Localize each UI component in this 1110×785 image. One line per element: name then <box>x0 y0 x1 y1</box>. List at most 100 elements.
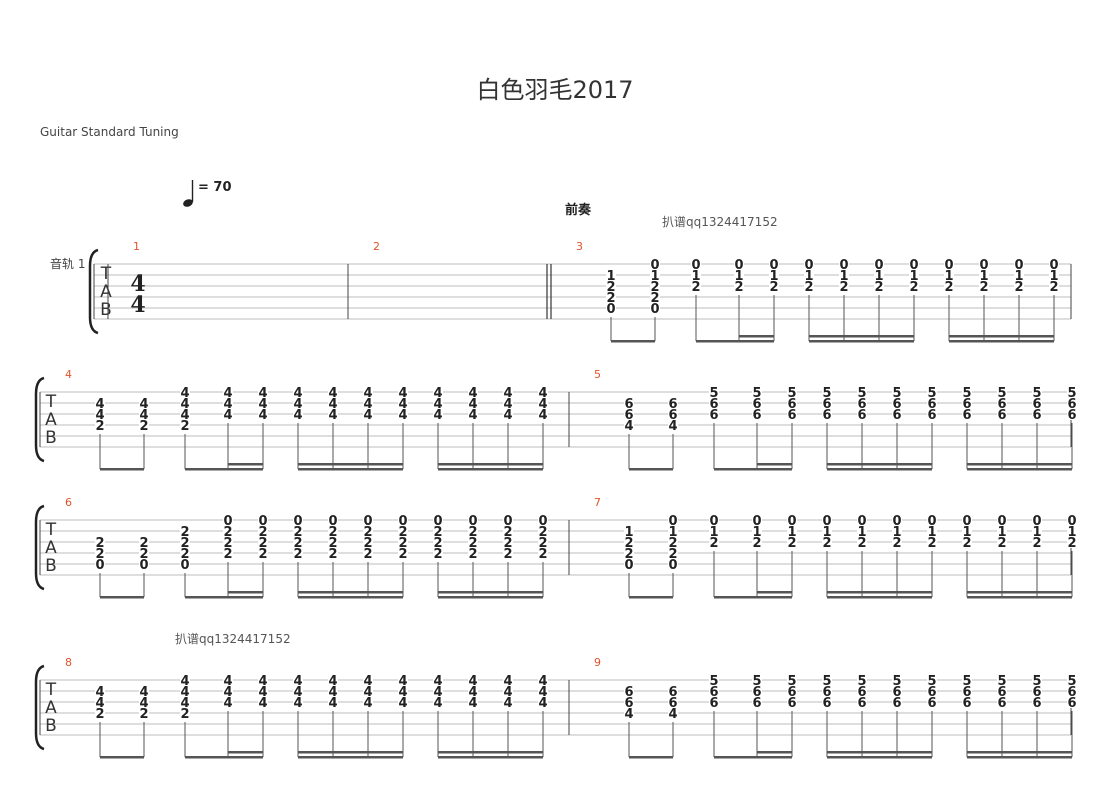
fret-number: 5 <box>892 386 901 401</box>
quarter-note-icon <box>183 180 194 207</box>
fret-number: 2 <box>787 536 796 551</box>
fret-mask <box>962 696 972 708</box>
fret-number: 6 <box>822 685 831 700</box>
fret-mask <box>752 408 762 420</box>
fret-number: 6 <box>822 696 831 711</box>
fret-mask <box>223 514 233 526</box>
fret-mask <box>857 408 867 420</box>
fret-mask <box>363 674 373 686</box>
fret-mask <box>293 674 303 686</box>
fret-mask <box>503 525 513 537</box>
fret-mask <box>691 280 701 292</box>
tab-clef-letter: A <box>45 410 57 430</box>
fret-mask <box>538 514 548 526</box>
fret-number: 4 <box>293 674 302 689</box>
fret-number: 4 <box>503 397 512 412</box>
fret-mask <box>668 558 678 570</box>
fret-mask <box>874 258 884 270</box>
fret-mask <box>328 536 338 548</box>
fret-number: 4 <box>363 674 372 689</box>
fret-number: 2 <box>538 536 547 551</box>
fret-number: 2 <box>979 280 988 295</box>
beam <box>967 756 1072 759</box>
fret-number: 1 <box>979 269 988 284</box>
fret-number: 2 <box>180 547 189 562</box>
fret-mask <box>606 291 616 303</box>
fret-number: 4 <box>328 685 337 700</box>
fret-mask <box>709 525 719 537</box>
fret-number: 2 <box>668 547 677 562</box>
fret-mask <box>503 696 513 708</box>
fret-number: 4 <box>468 696 477 711</box>
fret-mask <box>752 536 762 548</box>
beam <box>298 468 403 471</box>
fret-mask <box>1067 536 1077 548</box>
fret-mask <box>1032 536 1042 548</box>
fret-number: 5 <box>997 674 1006 689</box>
fret-number: 5 <box>997 386 1006 401</box>
fret-mask <box>979 258 989 270</box>
fret-mask <box>398 696 408 708</box>
fret-mask <box>839 269 849 281</box>
fret-number: 0 <box>668 558 677 573</box>
fret-mask <box>180 525 190 537</box>
fret-number: 2 <box>927 536 936 551</box>
beam <box>438 596 543 599</box>
fret-number: 2 <box>258 547 267 562</box>
fret-number: 1 <box>1049 269 1058 284</box>
fret-mask <box>962 408 972 420</box>
fret-number: 4 <box>293 696 302 711</box>
fret-mask <box>769 280 779 292</box>
fret-mask <box>822 408 832 420</box>
fret-mask <box>538 674 548 686</box>
fret-mask <box>752 397 762 409</box>
fret-mask <box>892 525 902 537</box>
fret-mask <box>503 386 513 398</box>
fret-mask <box>892 685 902 697</box>
transcriber-credit: 扒谱qq1324417152 <box>175 632 291 646</box>
fret-mask <box>892 674 902 686</box>
fret-number: 6 <box>1032 397 1041 412</box>
fret-number: 4 <box>398 408 407 423</box>
fret-number: 5 <box>787 386 796 401</box>
measure-number: 9 <box>594 656 601 669</box>
fret-number: 2 <box>874 280 883 295</box>
fret-mask <box>927 514 937 526</box>
fret-number: 6 <box>1032 685 1041 700</box>
fret-mask <box>787 525 797 537</box>
fret-mask <box>398 674 408 686</box>
fret-mask <box>398 547 408 559</box>
fret-number: 0 <box>1032 514 1041 529</box>
fret-number: 5 <box>962 674 971 689</box>
fret-mask <box>363 547 373 559</box>
fret-number: 4 <box>398 696 407 711</box>
beam-secondary <box>438 751 543 754</box>
fret-number: 4 <box>538 696 547 711</box>
fret-number: 4 <box>180 696 189 711</box>
fret-mask <box>787 386 797 398</box>
fret-mask <box>752 386 762 398</box>
fret-mask <box>668 397 678 409</box>
system-bracket <box>34 664 45 751</box>
fret-mask <box>650 280 660 292</box>
fret-mask <box>258 386 268 398</box>
fret-mask <box>709 408 719 420</box>
fret-mask <box>258 525 268 537</box>
fret-mask <box>962 514 972 526</box>
fret-number: 4 <box>468 386 477 401</box>
fret-mask <box>433 674 443 686</box>
fret-number: 1 <box>624 525 633 540</box>
fret-mask <box>468 547 478 559</box>
fret-number: 6 <box>997 685 1006 700</box>
fret-number: 0 <box>909 258 918 273</box>
fret-number: 4 <box>398 397 407 412</box>
fret-number: 2 <box>328 547 337 562</box>
beam-secondary <box>228 591 263 594</box>
fret-mask <box>258 674 268 686</box>
fret-mask <box>433 397 443 409</box>
fret-number: 4 <box>139 397 148 412</box>
fret-mask <box>398 525 408 537</box>
fret-number: 2 <box>433 547 442 562</box>
fret-number: 4 <box>293 397 302 412</box>
fret-mask <box>363 525 373 537</box>
